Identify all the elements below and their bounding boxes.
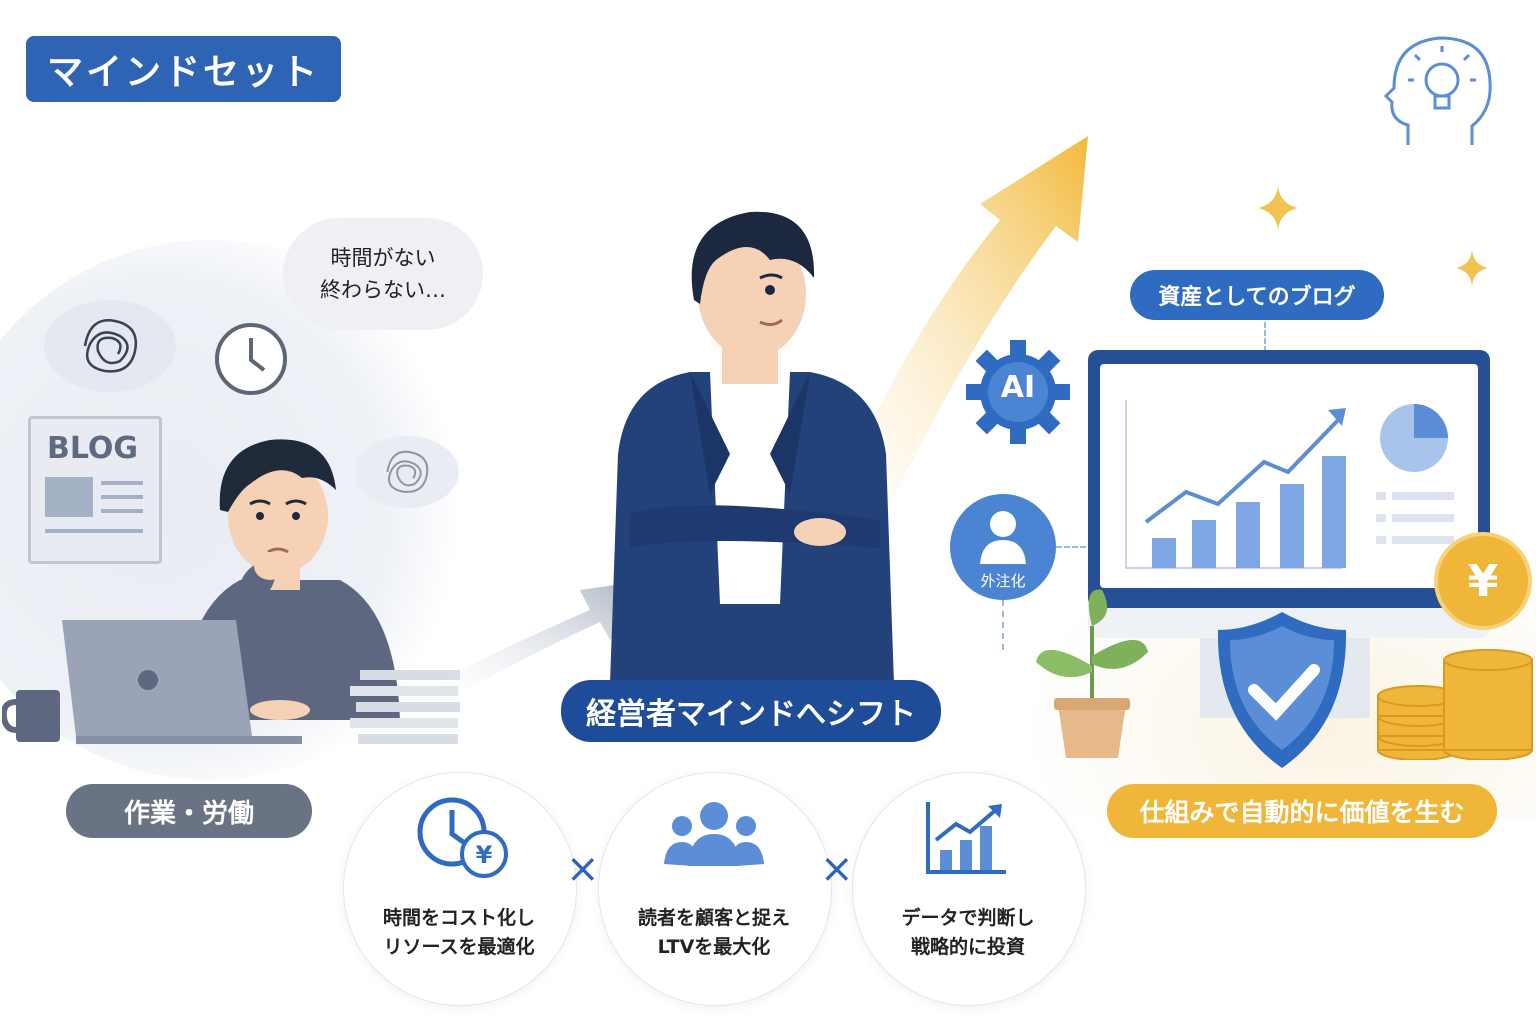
principle-text-data: データで判断し 戦略的に投資 <box>852 904 1084 962</box>
growth-chart-icon <box>926 802 1006 874</box>
yen-coin-icon: ¥ <box>1434 532 1532 630</box>
blog-label: BLOG <box>47 431 139 466</box>
asset-label: 資産としてのブログ <box>1130 270 1384 320</box>
text-line <box>45 529 143 533</box>
text-line <box>101 509 143 513</box>
bubble-dot <box>288 352 296 360</box>
principle-line: LTVを最大化 <box>657 936 771 958</box>
sparkle-icon <box>1258 186 1298 230</box>
text-line <box>101 481 143 485</box>
businessman-illustration <box>610 211 894 684</box>
laptop-icon <box>62 620 302 744</box>
principle-line: 読者を顧客と捉え <box>637 907 790 929</box>
svg-text:¥: ¥ <box>476 841 493 869</box>
shift-arrow-icon <box>440 580 650 694</box>
clock-icon <box>215 323 287 395</box>
principle-line: リソースを最適化 <box>383 936 535 958</box>
shield-check-icon <box>1217 612 1347 768</box>
image-placeholder-icon <box>45 477 93 517</box>
work-label: 作業・労働 <box>66 784 312 838</box>
principle-line: データで判断し <box>901 907 1035 929</box>
principle-card-time <box>343 772 577 1006</box>
paper-stack-icon <box>350 670 460 744</box>
sparkle-icon <box>1456 250 1488 286</box>
multiply-symbol: × <box>566 846 600 892</box>
ai-label: AI <box>1000 370 1036 405</box>
shift-label: 経営者マインドへシフト <box>561 680 941 742</box>
principle-text-time: 時間をコスト化し リソースを最適化 <box>343 904 575 962</box>
principle-card-data <box>852 772 1086 1006</box>
bubble-dot <box>300 334 314 348</box>
value-label: 仕組みで自動的に価値を生む <box>1107 784 1497 838</box>
ai-gear-icon <box>966 340 1070 444</box>
text-line <box>101 495 143 499</box>
principle-line: 戦略的に投資 <box>910 936 1025 958</box>
plant-icon <box>1036 589 1148 758</box>
connector-line <box>1264 322 1266 352</box>
thought-line: 時間がない <box>330 246 436 270</box>
blog-document-icon: BLOG <box>28 416 162 564</box>
idea-head-icon <box>1383 36 1492 145</box>
connector-line <box>1002 600 1004 650</box>
outsource-label: 外注化 <box>980 572 1026 590</box>
list-lines-icon <box>1376 492 1454 544</box>
tangle-thought-icon <box>355 435 459 509</box>
person-icon <box>980 511 1026 564</box>
principle-line: 時間をコスト化し <box>382 907 535 929</box>
page-title: マインドセット <box>26 36 341 102</box>
pie-chart-icon <box>1380 404 1448 472</box>
mug-icon <box>2 690 60 742</box>
growth-arrow-icon <box>840 136 1088 506</box>
thought-bubble: 時間がない 終わらない… <box>283 218 483 330</box>
connector-line <box>1056 546 1086 548</box>
bar-chart-icon <box>1125 400 1346 569</box>
coin-stack-icon <box>1377 649 1533 760</box>
people-icon <box>664 802 764 866</box>
clock-yen-icon: ¥ <box>417 797 508 878</box>
thought-line: 終わらない… <box>320 278 446 302</box>
tangle-thought-icon <box>44 300 176 392</box>
multiply-symbol: × <box>820 846 854 892</box>
principle-text-customer: 読者を顧客と捉え LTVを最大化 <box>598 904 830 962</box>
